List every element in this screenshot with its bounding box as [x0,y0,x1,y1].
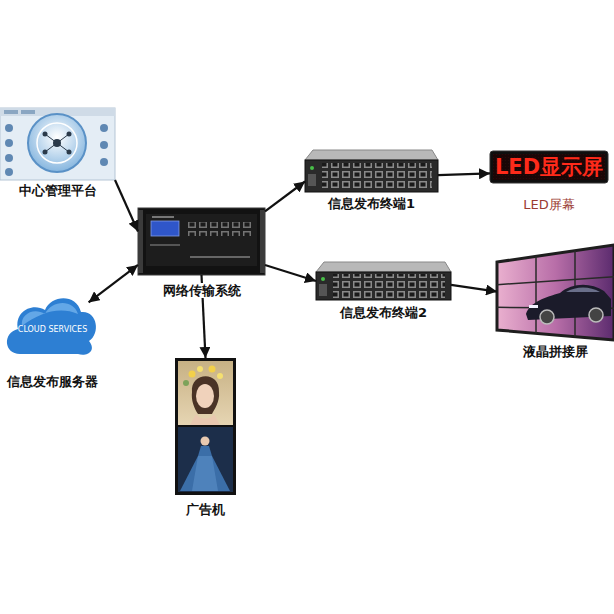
node-caption: LED屏幕 [521,197,576,212]
terminal-device-1-part [305,160,438,192]
network-device-part [152,216,174,218]
device-node: 液晶拼接屏 [497,245,614,340]
advertising-machine-part [189,371,196,378]
arrow-connector [265,265,316,281]
management-screenshot-part [4,110,18,114]
management-screenshot-part [5,139,13,147]
device-node: 网络传输系统 [138,208,265,275]
arrow-connector [89,265,138,302]
management-screenshot-part [100,158,108,166]
network-device-part [260,210,265,273]
node-caption: 网络传输系统 [161,283,243,298]
advertising-machine-part [196,384,214,408]
terminal-device-1 [305,150,438,192]
management-screenshot-part [5,168,13,176]
management-screenshot-part [21,110,35,114]
lcd-video-wall-part [589,308,603,322]
device-node: 中心管理平台 [0,108,115,180]
device-node: 信息发布终端2 [316,262,451,300]
terminal-device-1-part [310,166,314,170]
device-node: CLOUD SERVICES信息发布服务器 [5,295,100,357]
node-caption: 信息发布服务器 [5,374,100,389]
cloud-icon-part [7,298,96,355]
advertising-machine-part [197,366,203,372]
node-caption: 信息发布终端2 [338,305,429,320]
network-device-part [151,221,179,236]
network-device-part [188,222,254,236]
node-caption: 中心管理平台 [17,183,99,198]
management-screenshot-part [100,124,108,132]
advertising-machine-part [190,414,220,425]
network-device [138,208,265,275]
advertising-machine-part [209,366,216,373]
advertising-machine-part [217,373,223,379]
arrow-connector [438,173,490,175]
led-screen [490,151,608,183]
arrow-connector [451,285,497,292]
advertising-machine-part [180,456,230,491]
advertising-machine-part [192,456,218,491]
led-screen-part [493,154,605,180]
lcd-video-wall-part [535,256,537,333]
lcd-video-wall-part [529,305,538,308]
advertising-machine-part [175,358,236,495]
device-node: 信息发布终端1 [305,150,438,192]
management-screenshot-part [28,114,86,172]
terminal-device-2-part [333,274,445,298]
advertising-machine-part [178,361,233,425]
management-screenshot-part [43,150,48,155]
terminal-device-1-part [308,174,316,186]
node-caption: 液晶拼接屏 [521,344,590,359]
terminal-device-1-part [305,150,438,160]
screen-text: LED显示屏 [495,157,603,178]
network-device-part [146,214,257,266]
network-device-part [190,256,250,258]
management-screenshot-part [100,141,108,149]
advertising-machine-part [178,427,233,492]
management-screenshot-part [53,139,61,147]
cloud-icon [7,298,96,355]
terminal-device-2-part [321,277,325,281]
management-screenshot [0,108,115,180]
screen-text: CLOUD SERVICES [18,326,87,334]
lcd-video-wall-part [566,288,600,293]
advertising-machine-part [201,437,210,446]
node-caption: 信息发布终端1 [326,196,417,211]
terminal-device-2-part [316,262,451,272]
device-node: 广告机 [175,358,236,495]
terminal-device-2-part [319,284,327,296]
network-device-part [138,210,143,273]
lcd-video-wall-part [497,245,614,340]
lcd-video-wall [497,245,614,340]
management-screenshot-part [67,132,72,137]
advertising-machine-part [183,380,189,386]
network-device-part [138,208,265,275]
advertising-machine [175,358,236,495]
management-screenshot-part [5,154,13,162]
led-screen-part [490,151,608,183]
terminal-device-1-part [322,163,432,189]
management-screenshot-part [37,123,77,163]
management-screenshot-part [67,150,72,155]
network-device-part [150,244,180,246]
terminal-device-2-part [316,272,451,300]
advertising-machine-part [192,376,219,414]
cloud-icon-part [22,303,78,326]
lcd-video-wall-part [540,310,554,324]
advertising-machine-part [198,446,212,456]
arrow-connector [265,182,305,212]
management-screenshot-part [5,124,13,132]
device-node: LED显示屏LED屏幕 [490,151,608,183]
node-caption: 广告机 [184,502,227,517]
led-screen-part [493,154,605,180]
terminal-device-2 [316,262,451,300]
management-screenshot-part [0,108,115,180]
arrow-connector [115,180,138,231]
management-screenshot-part [43,132,48,137]
lcd-video-wall-part [497,277,614,285]
